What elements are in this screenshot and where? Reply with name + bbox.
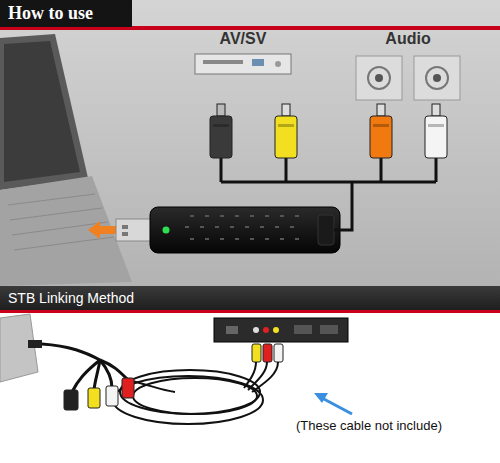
port-label: Audio	[385, 30, 430, 48]
section-band: STB Linking Method	[0, 286, 500, 310]
band-text: How to use	[8, 3, 93, 24]
note-text: (These cable not include)	[296, 418, 442, 433]
band-text: STB Linking Method	[8, 290, 134, 306]
port-label: AV/SV	[220, 30, 267, 48]
title-banner: How to use	[0, 0, 132, 27]
